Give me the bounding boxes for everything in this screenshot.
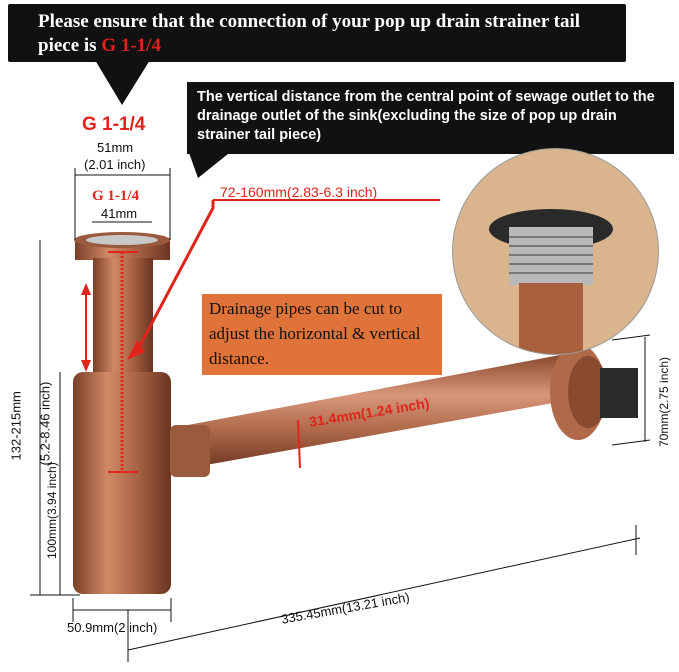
closeup-inset <box>452 148 659 355</box>
coupling-nut <box>170 425 210 477</box>
body-height-label: 100mm(3.94 inch) <box>45 462 59 559</box>
top-callout-text: Please ensure that the connection of you… <box>38 11 581 56</box>
inner-thread-label: G 1-1/4 <box>92 188 140 204</box>
upper-tube <box>93 258 153 380</box>
mid-callout-pointer <box>188 150 233 178</box>
note-box: Drainage pipes can be cut to adjust the … <box>202 294 442 375</box>
body-width-label: 50.9mm(2 inch) <box>67 620 158 635</box>
outer-dia-in: (2.01 inch) <box>84 157 146 172</box>
outlet-thread <box>600 368 638 418</box>
top-callout-pointer <box>95 60 150 105</box>
flange-label: 70mm(2.75 inch) <box>657 356 671 447</box>
outer-thread-label: G 1-1/4 <box>82 114 146 135</box>
outlet-pipe <box>172 355 570 470</box>
mid-callout: The vertical distance from the central p… <box>187 82 674 154</box>
note-box-text: Drainage pipes can be cut to adjust the … <box>209 299 421 368</box>
outer-dia-mm: 51mm <box>97 140 134 155</box>
top-callout-highlight: G 1-1/4 <box>101 35 161 56</box>
thread-insert <box>86 235 158 245</box>
mid-callout-text: The vertical distance from the central p… <box>197 89 655 143</box>
total-height-label: 132-215mm <box>8 391 24 461</box>
top-callout: Please ensure that the connection of you… <box>8 4 626 62</box>
vertical-range-label: 72-160mm(2.83-6.3 inch) <box>220 184 378 200</box>
bottle-body <box>73 372 171 594</box>
inset-tube <box>519 283 583 354</box>
inner-dia-mm: 41mm <box>101 206 138 221</box>
